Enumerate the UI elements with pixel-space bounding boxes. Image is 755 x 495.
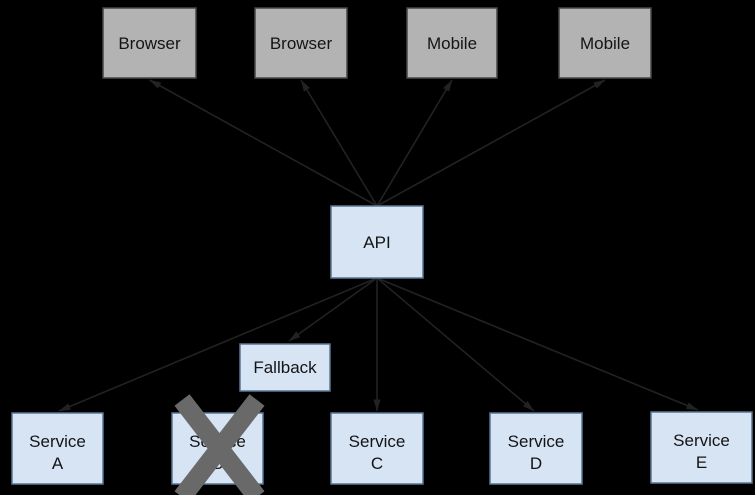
browser-2-label: Browser bbox=[270, 34, 333, 53]
service-e-label-line2: E bbox=[696, 453, 707, 472]
mobile-2-node bbox=[558, 7, 652, 79]
browser-1-label: Browser bbox=[118, 34, 181, 53]
service-a-label-line1: Service bbox=[29, 432, 86, 451]
browser-2-node bbox=[254, 7, 348, 79]
service-a-node bbox=[11, 412, 104, 485]
edge-api-to-browser-1 bbox=[149, 79, 378, 207]
edges-api-to-services bbox=[58, 277, 699, 412]
client-nodes: Browser Browser Mobile Mobile bbox=[102, 7, 652, 79]
edge-api-to-service-d bbox=[376, 277, 535, 412]
mobile-1-label: Mobile bbox=[427, 34, 477, 53]
fallback-node-group: Fallback bbox=[239, 343, 331, 392]
service-b-crossout-x-icon bbox=[174, 394, 265, 495]
mobile-1-node bbox=[406, 7, 498, 79]
api-node bbox=[330, 205, 424, 279]
service-c-label-line1: Service bbox=[349, 432, 406, 451]
service-e-node bbox=[650, 411, 753, 484]
edges-api-to-clients bbox=[149, 79, 606, 207]
x-leg-2 bbox=[174, 394, 265, 495]
edge-api-to-browser-2 bbox=[300, 79, 378, 207]
api-node-group: API bbox=[330, 205, 424, 279]
edge-api-to-mobile-1 bbox=[376, 79, 453, 207]
mobile-2-label: Mobile bbox=[580, 34, 630, 53]
fallback-label: Fallback bbox=[253, 358, 317, 377]
service-a-label-line2: A bbox=[52, 454, 64, 473]
service-d-label-line2: D bbox=[530, 454, 542, 473]
fallback-node bbox=[239, 343, 331, 392]
service-e-label-line1: Service bbox=[673, 431, 730, 450]
api-label: API bbox=[363, 233, 390, 252]
service-nodes: Service A Service B Service C Service D … bbox=[11, 411, 753, 485]
browser-1-node bbox=[102, 7, 197, 79]
edge-api-to-fallback bbox=[288, 277, 378, 342]
service-c-label-line2: C bbox=[371, 454, 383, 473]
service-c-node bbox=[330, 412, 424, 485]
edge-api-to-mobile-2 bbox=[376, 79, 606, 207]
edge-api-to-service-a bbox=[58, 277, 378, 412]
service-d-label-line1: Service bbox=[508, 432, 565, 451]
service-d-node bbox=[489, 412, 583, 485]
edge-api-to-service-e bbox=[376, 277, 699, 411]
